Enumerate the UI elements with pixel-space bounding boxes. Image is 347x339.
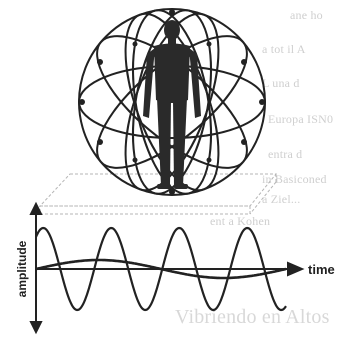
x-axis-label: time [308, 262, 335, 277]
x-axis-arrow [288, 263, 302, 275]
y-axis-arrow-down [31, 322, 41, 332]
y-axis-label: amplitude [15, 240, 29, 297]
axes [31, 204, 302, 332]
